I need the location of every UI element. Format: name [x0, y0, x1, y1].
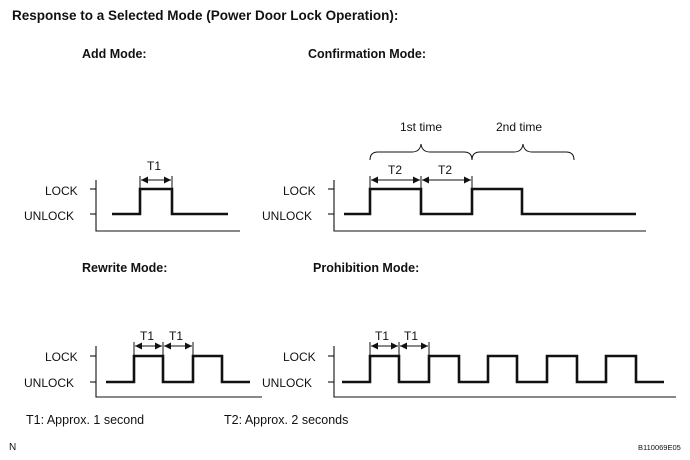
unlock-label: UNLOCK — [262, 376, 312, 390]
t1-label: T1 — [140, 329, 154, 343]
rewrite-mode-title: Rewrite Mode: — [82, 261, 167, 275]
first-time-label: 1st time — [400, 120, 442, 134]
unlock-label: UNLOCK — [24, 209, 74, 223]
axis-line — [333, 346, 676, 398]
axis-line — [95, 346, 262, 398]
add-mode-title: Add Mode: — [82, 47, 147, 61]
axis-line — [95, 180, 240, 232]
t1-label: T1 — [375, 329, 389, 343]
lock-label: LOCK — [283, 184, 316, 198]
confirmation-mode-panel: Confirmation Mode: 1st time 2nd time LOC… — [262, 47, 646, 232]
confirmation-mode-title: Confirmation Mode: — [308, 47, 426, 61]
t1-label: T1 — [147, 159, 161, 173]
rewrite-mode-panel: Rewrite Mode: LOCK UNLOCK T1 T1 — [24, 261, 262, 398]
t1-label: T1 — [404, 329, 418, 343]
legend-t1: T1: Approx. 1 second — [26, 413, 144, 427]
lock-signal-waveform — [342, 354, 664, 384]
lock-label: LOCK — [283, 350, 316, 364]
figure-code: B110069E05 — [638, 443, 681, 452]
legend-t2: T2: Approx. 2 seconds — [224, 413, 348, 427]
unlock-label: UNLOCK — [262, 209, 312, 223]
second-time-label: 2nd time — [496, 120, 542, 134]
add-mode-panel: Add Mode: LOCK UNLOCK T1 — [24, 47, 240, 232]
t2-label: T2 — [438, 163, 452, 177]
first-time-brace — [369, 143, 473, 161]
axis-line — [333, 180, 646, 232]
diagram-title: Response to a Selected Mode (Power Door … — [12, 8, 398, 23]
lock-signal-waveform — [112, 187, 228, 216]
unlock-label: UNLOCK — [24, 376, 74, 390]
corner-mark: N — [9, 442, 16, 453]
prohibition-mode-title: Prohibition Mode: — [313, 261, 419, 275]
lock-signal-waveform — [106, 354, 250, 384]
t1-label: T1 — [169, 329, 183, 343]
lock-label: LOCK — [45, 184, 78, 198]
prohibition-mode-panel: Prohibition Mode: LOCK UNLOCK T1 T1 — [262, 261, 676, 398]
lock-label: LOCK — [45, 350, 78, 364]
lock-signal-waveform — [344, 187, 636, 216]
t2-label: T2 — [388, 163, 402, 177]
second-time-brace — [471, 143, 575, 161]
